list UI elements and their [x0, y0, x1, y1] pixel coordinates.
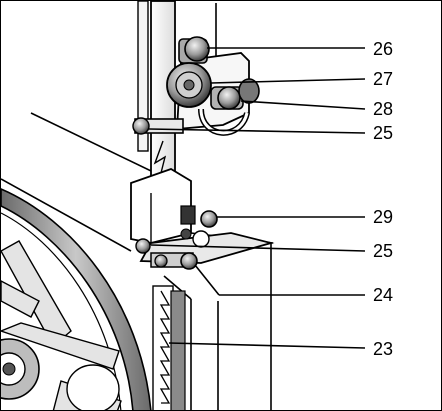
guide-screw-upper — [132, 117, 150, 135]
saw-wheel — [1, 188, 152, 410]
callout-24: 24 — [373, 285, 393, 305]
callout-25-upper: 25 — [373, 123, 393, 143]
callout-28: 28 — [373, 99, 393, 119]
guide-roller-27 — [166, 62, 212, 108]
callout-29: 29 — [373, 207, 393, 227]
adjusting-screw-24 — [180, 252, 198, 270]
locking-knob-28 — [210, 78, 260, 110]
lower-guide-housing — [130, 168, 275, 270]
callout-25-lower: 25 — [373, 241, 393, 261]
leader-lines — [148, 47, 366, 349]
callout-labels: 26 27 28 25 29 25 24 23 — [373, 39, 393, 359]
callout-26: 26 — [373, 39, 393, 59]
callout-27: 27 — [373, 69, 393, 89]
adjusting-knob-26 — [178, 36, 210, 64]
callout-23: 23 — [373, 339, 393, 359]
saw-blade — [152, 285, 186, 410]
guide-screw-lower — [135, 238, 151, 254]
guide-bearing-29 — [200, 210, 218, 228]
